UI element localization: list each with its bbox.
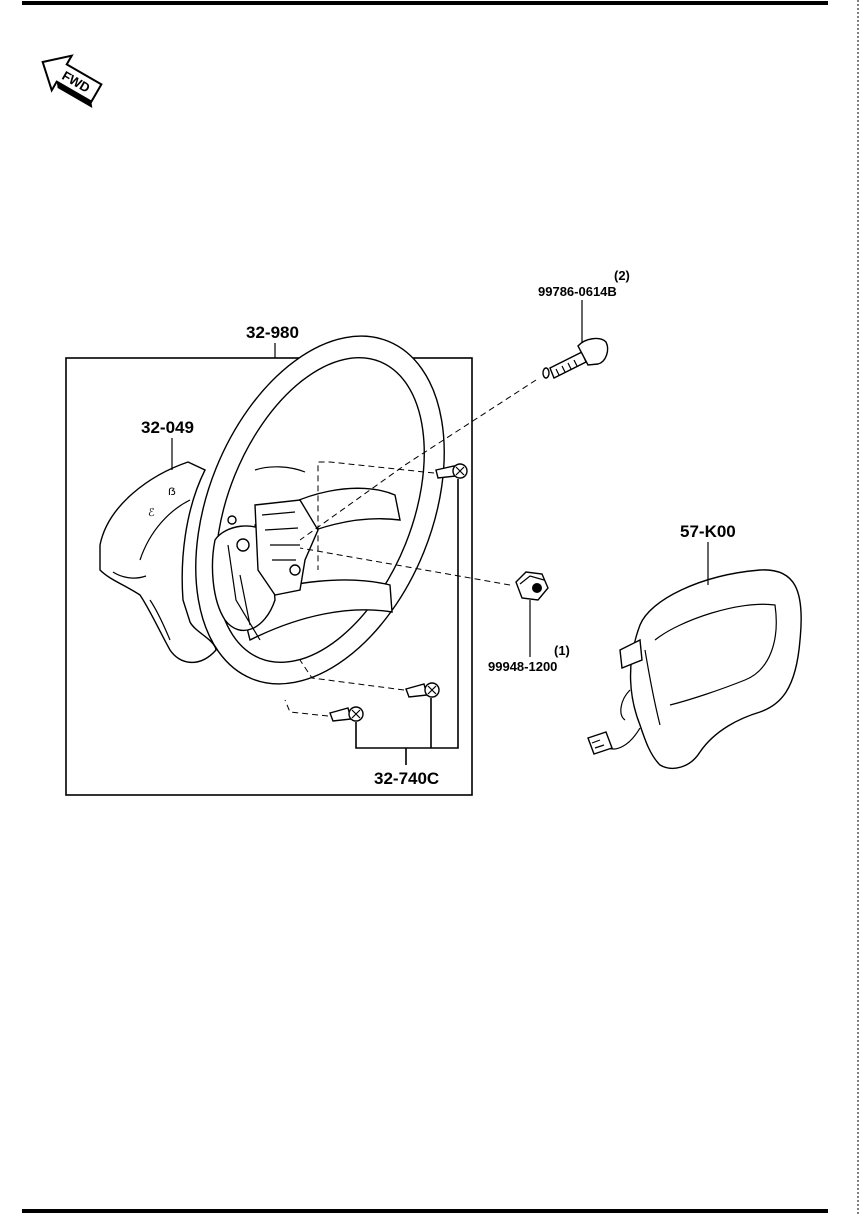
screws-part — [329, 463, 468, 722]
dashed-line-screw-1 — [317, 461, 435, 570]
fwd-arrow-icon: FWD — [41, 54, 103, 108]
dashed-line-nut — [299, 547, 511, 586]
steering-wheel-part — [195, 335, 445, 685]
dashed-line-screw-3 — [284, 699, 329, 717]
screws-bracket — [355, 479, 459, 765]
screw-3 — [329, 706, 364, 722]
label-horn-cover: 32-049 — [141, 418, 194, 437]
label-bolt-qty: (2) — [614, 268, 630, 283]
label-bolt: 99786-0614B — [538, 284, 617, 299]
label-nut-qty: (1) — [554, 643, 570, 658]
steering-wheel-group-box — [65, 357, 473, 796]
bolt-part — [542, 337, 609, 379]
dashed-line-bolt — [299, 379, 537, 541]
svg-text:ẞ: ẞ — [168, 486, 176, 498]
label-airbag-module: 57-K00 — [680, 522, 736, 541]
horn-cover-part: ẞ ℰ — [99, 461, 217, 664]
screw-1 — [435, 463, 468, 479]
screw-2 — [405, 682, 440, 698]
airbag-module-part — [587, 569, 802, 769]
svg-text:ℰ: ℰ — [148, 507, 155, 519]
label-screws: 32-740C — [374, 769, 439, 788]
label-steering-wheel: 32-980 — [246, 323, 299, 342]
nut-part — [515, 571, 549, 601]
label-nut: 99948-1200 — [488, 659, 557, 674]
dashed-line-screw-2 — [299, 659, 405, 691]
